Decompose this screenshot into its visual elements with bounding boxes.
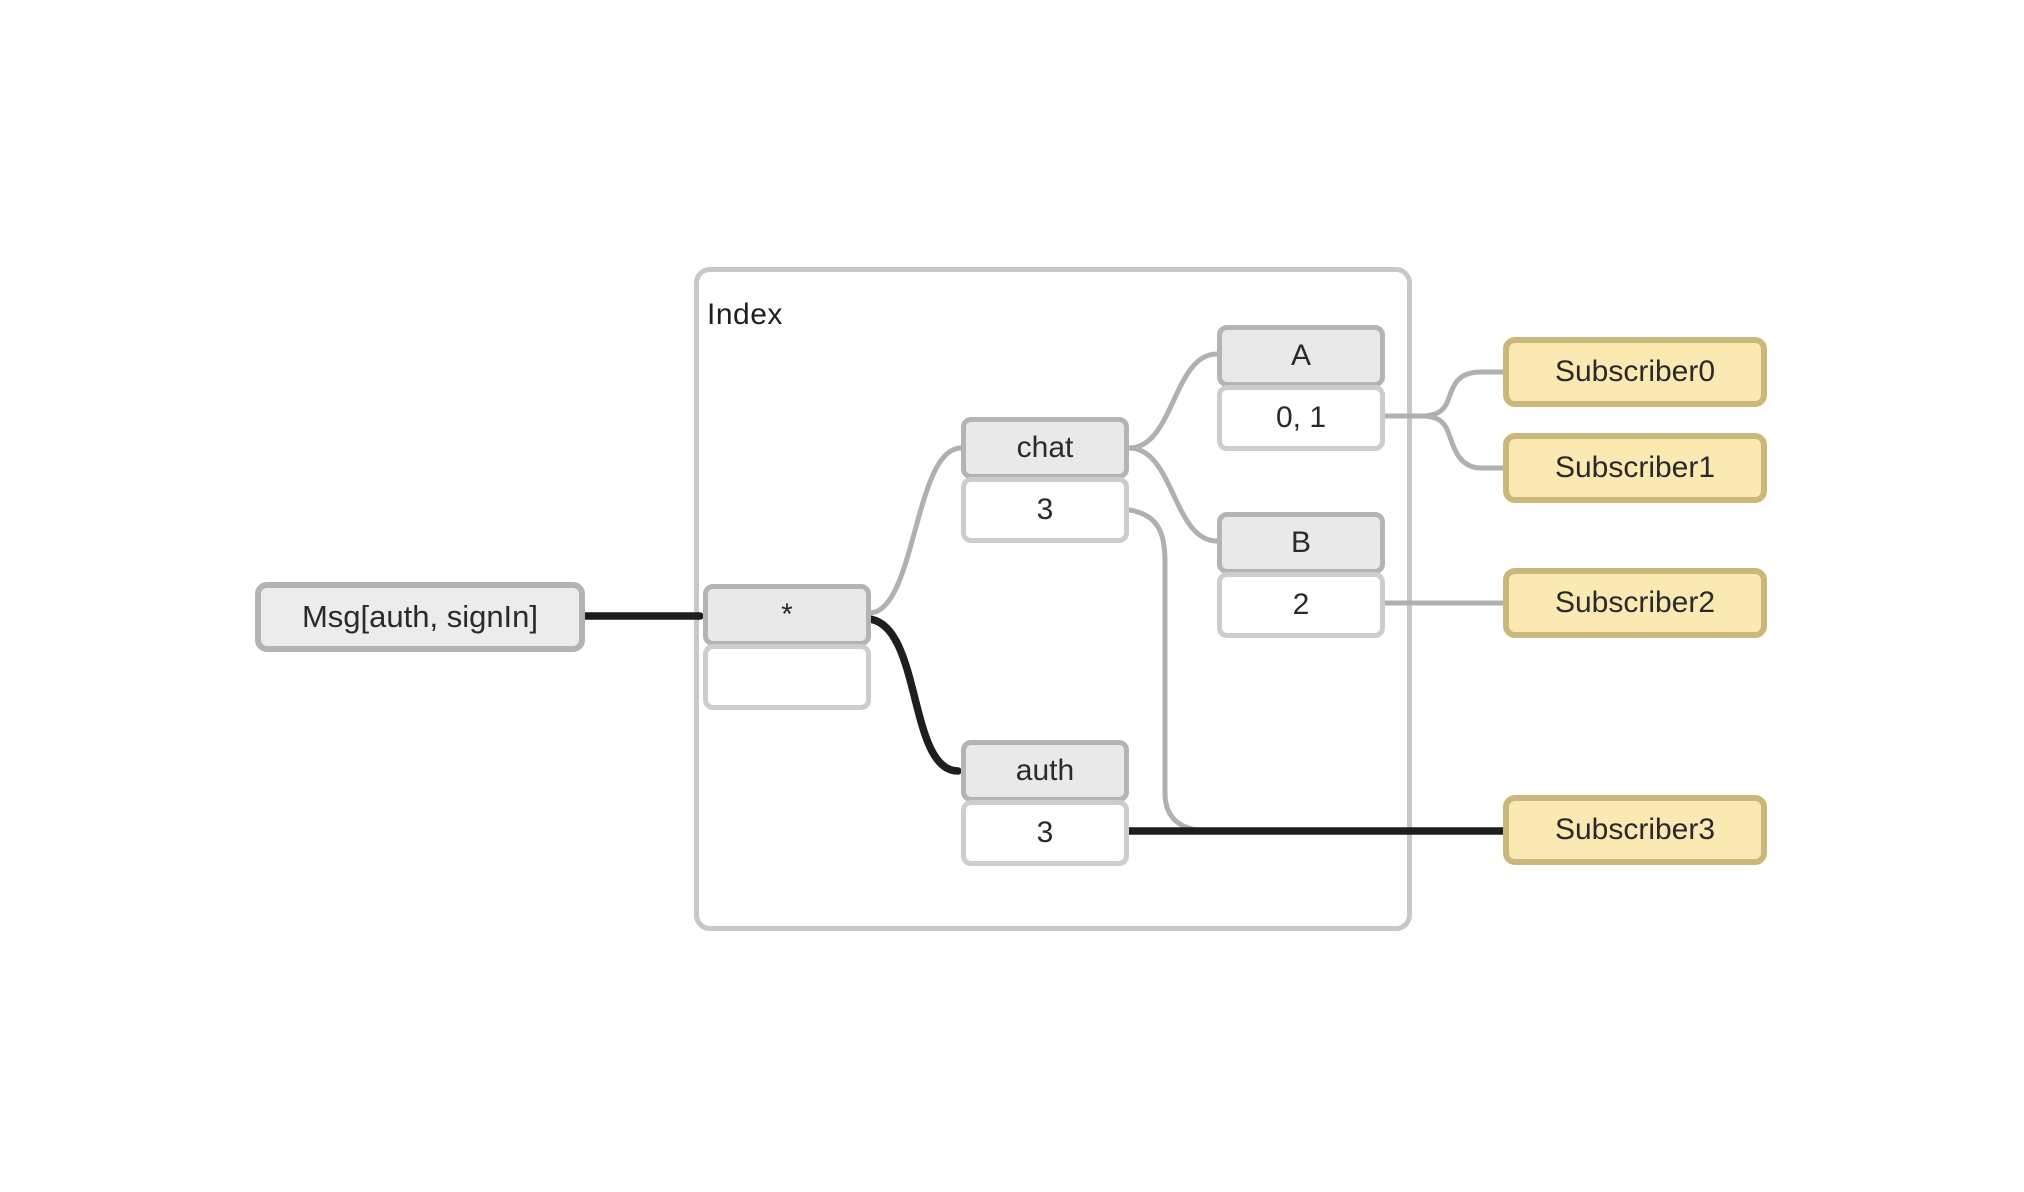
node-root-value <box>703 644 871 710</box>
subscriber-0-label: Subscriber0 <box>1554 355 1716 388</box>
node-auth-value: 3 <box>961 800 1129 866</box>
node-a: A 0, 1 <box>1217 325 1385 451</box>
node-chat-key: chat <box>961 417 1129 479</box>
edge-a01-to-subscriber1 <box>1418 413 1506 471</box>
subscriber-2-label: Subscriber2 <box>1554 586 1716 619</box>
message-box: Msg[auth, signIn] <box>255 582 585 652</box>
node-b-key: B <box>1217 512 1385 574</box>
node-root: * <box>703 584 871 710</box>
node-auth-key: auth <box>961 740 1129 802</box>
subscriber-3-label: Subscriber3 <box>1554 813 1716 846</box>
node-chat: chat 3 <box>961 417 1129 543</box>
node-b-value: 2 <box>1217 572 1385 638</box>
index-title: Index <box>707 298 783 331</box>
subscriber-0: Subscriber0 <box>1503 337 1767 407</box>
subscriber-2: Subscriber2 <box>1503 568 1767 638</box>
node-b: B 2 <box>1217 512 1385 638</box>
node-a-key: A <box>1217 325 1385 387</box>
edge-a01-to-subscriber0 <box>1418 369 1506 419</box>
node-chat-value: 3 <box>961 477 1129 543</box>
message-label: Msg[auth, signIn] <box>301 599 539 634</box>
subscriber-3: Subscriber3 <box>1503 795 1767 865</box>
node-root-key: * <box>703 584 871 646</box>
node-auth: auth 3 <box>961 740 1129 866</box>
node-a-value: 0, 1 <box>1217 385 1385 451</box>
subscriber-1-label: Subscriber1 <box>1554 451 1716 484</box>
index-container <box>694 267 1412 931</box>
subscriber-1: Subscriber1 <box>1503 433 1767 503</box>
